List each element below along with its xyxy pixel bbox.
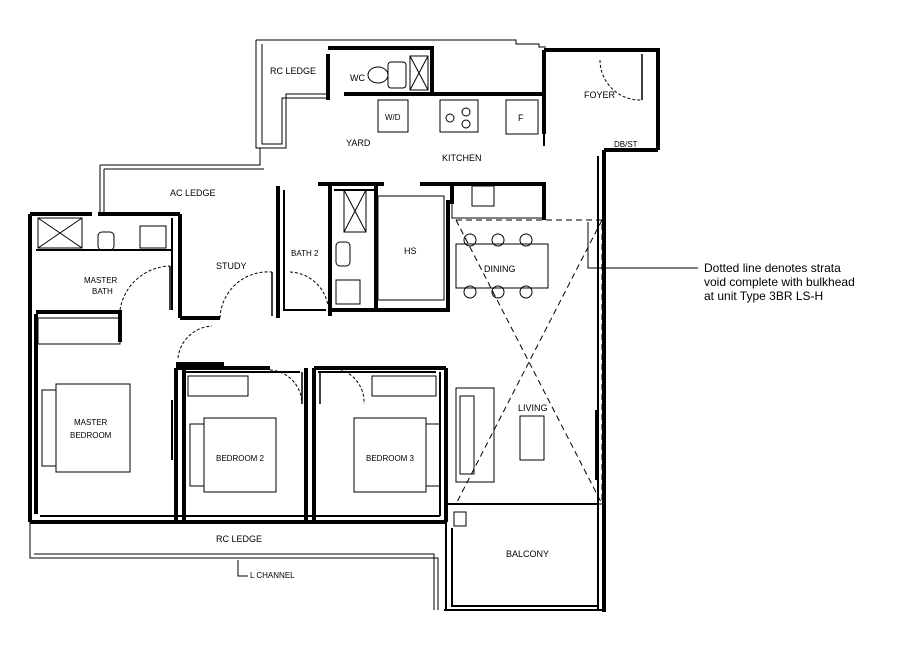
label-db-st: DB/ST xyxy=(614,140,638,149)
label-bath2: BATH 2 xyxy=(291,249,319,258)
label-balcony: BALCONY xyxy=(506,549,549,559)
note-leader xyxy=(587,222,698,269)
label-foyer: FOYER xyxy=(584,90,616,100)
label-yard: YARD xyxy=(346,138,371,148)
label-bedroom3: BEDROOM 3 xyxy=(366,454,415,463)
door-swings xyxy=(119,59,643,405)
note-line-2: void complete with bulkhead xyxy=(704,275,855,289)
note-line-3: at unit Type 3BR LS-H xyxy=(704,289,824,303)
label-wd: W/D xyxy=(385,113,401,122)
label-master-bath-line2: BATH xyxy=(92,287,113,296)
label-bedroom2: BEDROOM 2 xyxy=(216,454,265,463)
label-master-bath-line1: MASTER xyxy=(84,276,118,285)
label-hs: HS xyxy=(404,246,417,256)
label-ac-ledge: AC LEDGE xyxy=(170,188,216,198)
fixtures xyxy=(37,55,597,527)
label-rc-ledge-top: RC LEDGE xyxy=(270,66,316,76)
label-fridge: F xyxy=(518,113,524,123)
l-channel-leader xyxy=(237,560,248,577)
interior-walls xyxy=(36,100,604,611)
label-l-channel: L CHANNEL xyxy=(250,571,295,580)
strata-void-note: Dotted line denotes strata void complete… xyxy=(704,261,894,303)
label-kitchen: KITCHEN xyxy=(442,153,482,163)
door-leaves xyxy=(169,54,643,404)
room-labels: RC LEDGE WC FOYER W/D F YARD KITCHEN DB/… xyxy=(70,66,638,580)
label-dining: DINING xyxy=(484,264,516,274)
note-line-1: Dotted line denotes strata xyxy=(704,261,841,275)
label-study: STUDY xyxy=(216,261,247,271)
label-wc: WC xyxy=(350,73,365,83)
label-master-bedroom-line1: MASTER xyxy=(74,418,108,427)
label-rc-ledge-bottom: RC LEDGE xyxy=(216,534,262,544)
exterior-walls xyxy=(28,46,660,612)
label-master-bedroom-line2: BEDROOM xyxy=(70,431,112,440)
rc-ledge-bottom-outline xyxy=(29,522,439,610)
rc-ledge-top-outline xyxy=(99,39,546,212)
strata-void-outline xyxy=(455,219,603,505)
label-living: LIVING xyxy=(518,403,548,413)
